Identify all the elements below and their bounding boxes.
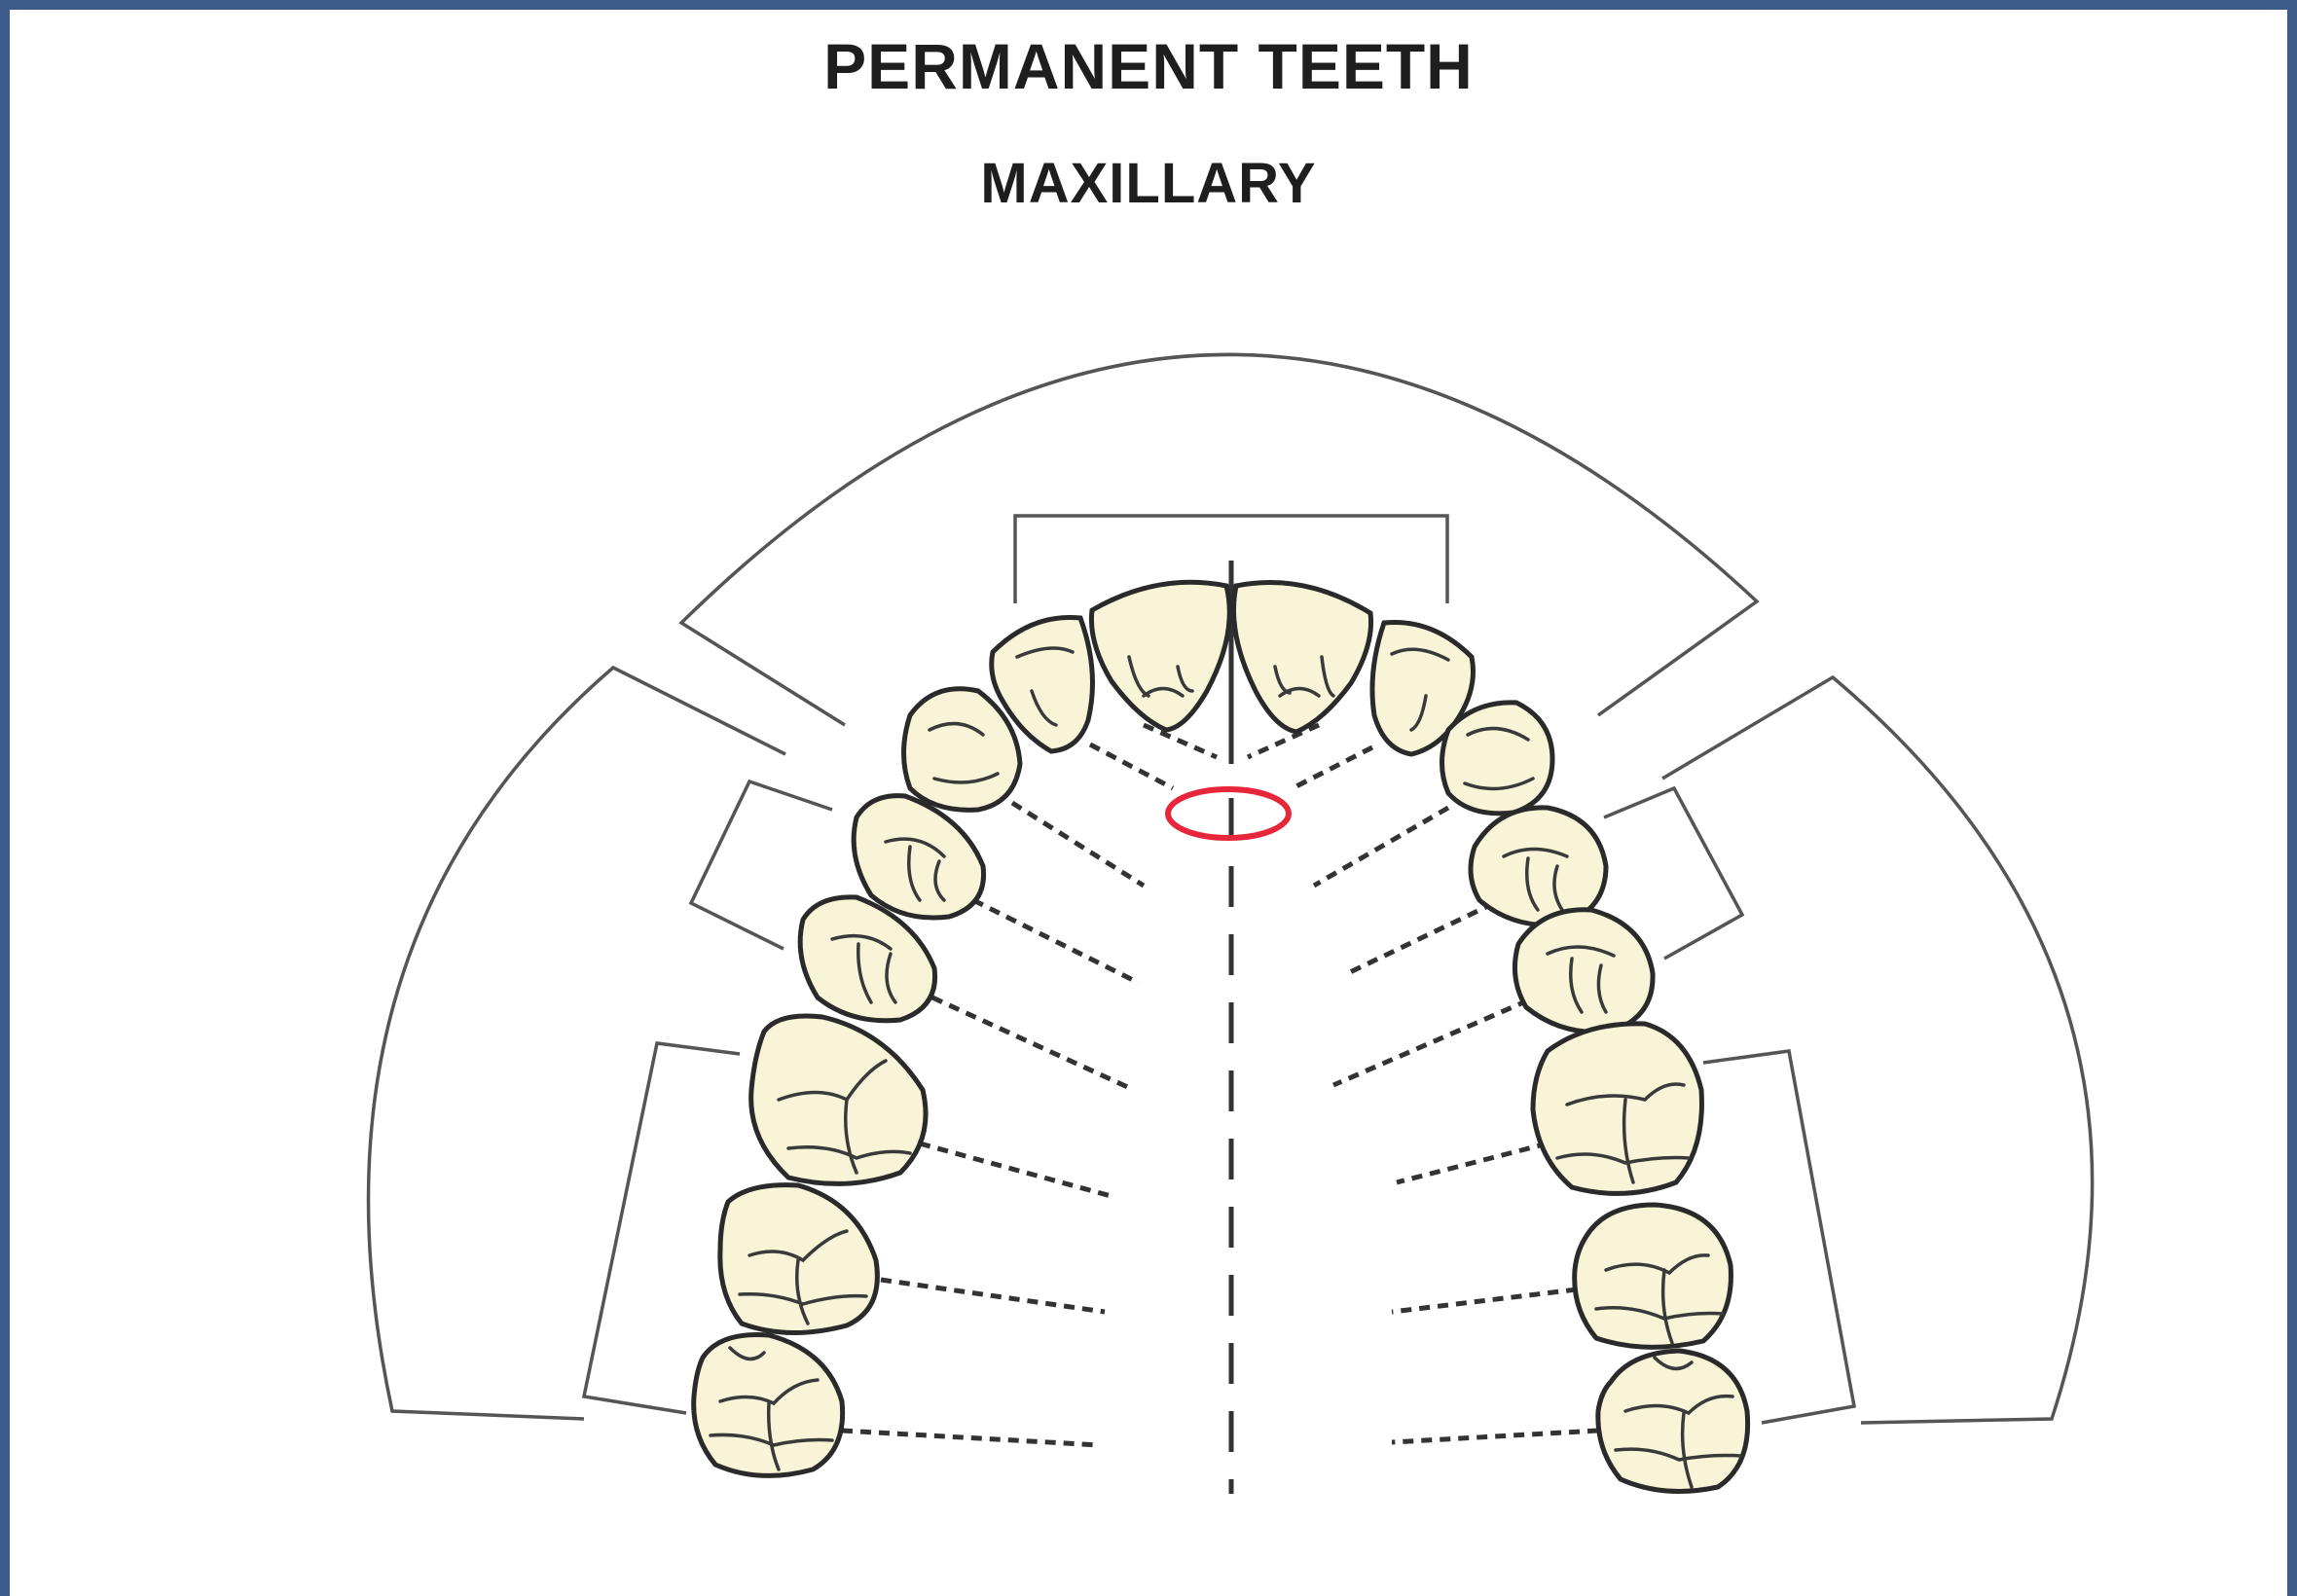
bracket-molars-left-outer	[366, 665, 786, 1421]
tooth-third-molar-right	[1595, 1348, 1751, 1494]
leader-line	[1396, 1141, 1549, 1185]
leader-line	[930, 995, 1136, 1093]
bracket-premolars-left	[688, 779, 833, 951]
diagram-subtitle: MAXILLARY	[980, 152, 1317, 215]
tooth-first-premolar-right	[1468, 805, 1609, 928]
leader-line	[1332, 998, 1529, 1088]
tooth-lateral-incisor-left	[989, 614, 1095, 754]
tooth-first-molar-right	[1530, 1021, 1704, 1196]
leader-line	[841, 1428, 1101, 1448]
leader-line	[1142, 722, 1219, 760]
tooth-second-premolar-right	[1512, 907, 1656, 1035]
tooth-canine-right	[1440, 700, 1555, 816]
tooth-third-molar-left	[691, 1331, 846, 1478]
maxillary-arch-diagram	[366, 352, 2095, 1494]
leader-line	[1346, 900, 1496, 976]
teeth-group	[691, 579, 1751, 1494]
leader-lines	[841, 722, 1599, 1448]
tooth-second-molar-right	[1572, 1202, 1733, 1350]
bracket-molars-right-inner	[1702, 1049, 1857, 1425]
bracket-premolars-right	[1603, 785, 1745, 961]
tooth-second-molar-left	[717, 1182, 880, 1336]
bracket-molars-right-outer	[1661, 674, 2095, 1425]
leader-line	[919, 1141, 1115, 1200]
leader-line	[1088, 742, 1175, 791]
red-ellipse-marker	[1165, 786, 1292, 841]
leader-line	[1246, 722, 1321, 760]
leader-line	[1291, 744, 1374, 791]
bracket-incisors	[1013, 514, 1449, 603]
group-brackets	[366, 352, 2095, 1425]
leader-line	[880, 1277, 1106, 1315]
tooth-canine-left	[901, 686, 1023, 813]
leader-line	[1391, 1428, 1599, 1445]
tooth-central-incisor-right	[1231, 580, 1374, 735]
tooth-central-incisor-left	[1088, 579, 1232, 733]
tooth-first-molar-left	[748, 1013, 929, 1186]
leader-line	[971, 897, 1141, 986]
bracket-molars-left-inner	[581, 1041, 741, 1415]
leader-line	[1391, 1287, 1578, 1315]
leader-line	[1312, 805, 1450, 889]
bracket-canines-arc	[678, 352, 1760, 727]
leader-line	[1010, 800, 1146, 889]
tooth-second-premolar-left	[797, 894, 938, 1024]
tooth-first-premolar-left	[851, 793, 987, 921]
tooth-lateral-incisor-right	[1369, 619, 1476, 757]
diagram-title: PERMANENT TEETH	[823, 30, 1474, 102]
